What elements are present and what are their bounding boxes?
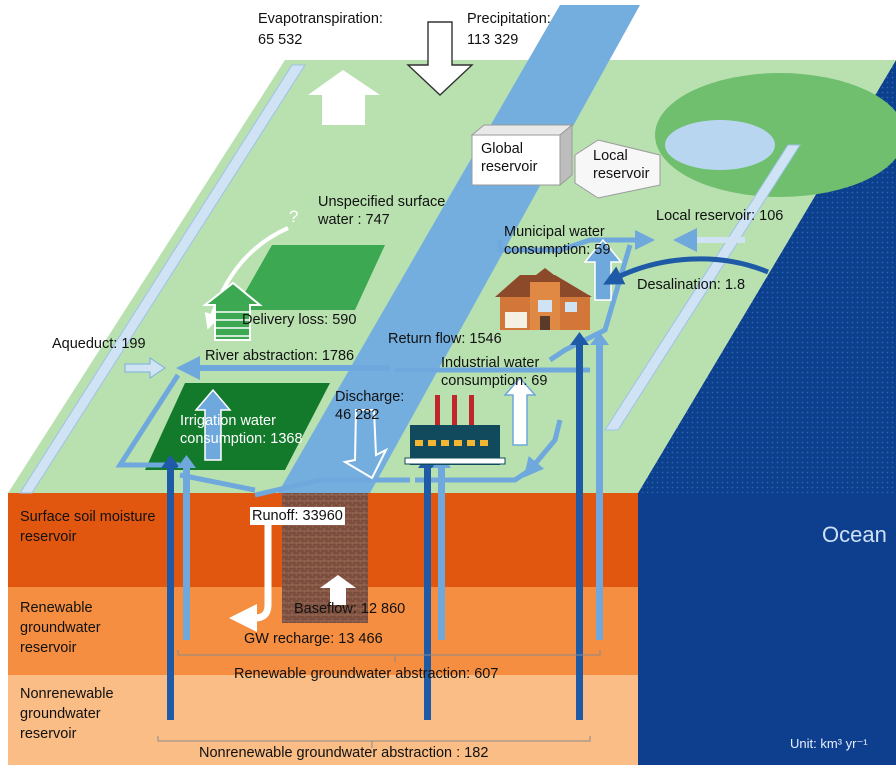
irrigation-consumption-arrow [194, 388, 232, 461]
precipitation-arrow [406, 21, 474, 96]
global-reservoir-label: Global reservoir [481, 141, 538, 175]
desalination-label: Desalination: 1.8 [637, 277, 746, 293]
municipal-water-label: Municipal water consumption: 59 [504, 224, 611, 258]
local-reservoir-water [665, 120, 775, 170]
discharge-arrow [342, 409, 389, 480]
evapotranspiration-arrow [308, 70, 380, 125]
nonrenewable-groundwater-layer [8, 675, 638, 765]
aqueduct-channel [19, 64, 306, 494]
evapotranspiration-label: Evapotranspiration: [258, 11, 383, 27]
municipal-consumption-arrow [583, 238, 623, 301]
local-reservoir-box-label: Local reservoir [593, 148, 650, 182]
irrigated-field-light [235, 245, 385, 310]
abstraction-brackets [157, 650, 601, 748]
groundwater-wells [161, 332, 609, 720]
runoff-label: Runoff: 33960 [250, 507, 345, 525]
ocean-body [638, 493, 896, 765]
unspecified-surface-water-label: Unspecified surface water : 747 [318, 194, 446, 228]
runoff-arrow [229, 520, 272, 632]
delivery-loss-arrow [202, 281, 263, 341]
river-abstraction-label: River abstraction: 1786 [205, 348, 355, 364]
house-icon [495, 268, 592, 330]
unit-label: Unit: km³ yr⁻¹ [790, 736, 868, 751]
local-reservoir-flow-label: Local reservoir: 106 [656, 208, 784, 224]
discharge-label: Discharge: 46 282 [335, 389, 405, 423]
industrial-water-label: Industrial water consumption: 69 [441, 355, 548, 389]
nonrenewable-gw-layer-label: Nonrenewable groundwater reservoir [20, 686, 114, 742]
return-flow-label: Return flow: 1546 [388, 331, 502, 347]
global-reservoir-box [470, 123, 574, 187]
surface-soil-layer-label: Surface soil moisture reservoir [20, 509, 156, 545]
runoff-label-text: Runoff: 33960 [252, 508, 343, 524]
desalination-arrow [603, 256, 769, 285]
irrigation-water-label: Irrigation water consumption: 1368 [180, 413, 303, 447]
baseflow-arrow [320, 575, 356, 605]
precipitation-value: 113 329 [467, 32, 519, 48]
ocean-label: Ocean [822, 522, 887, 547]
gw-recharge-label: GW recharge: 13 466 [244, 631, 383, 647]
aqueduct-arrow [124, 357, 166, 379]
precipitation-label: Precipitation: [467, 11, 551, 27]
factory-icon [404, 395, 506, 465]
local-reservoir-box [574, 139, 661, 199]
irrigated-field-dark [145, 383, 330, 470]
nonrenewable-gw-abstraction-label: Nonrenewable groundwater abstraction : 1… [199, 745, 489, 761]
question-mark: ? [289, 207, 299, 226]
delivery-loss-label: Delivery loss: 590 [242, 312, 357, 328]
industrial-consumption-arrow [503, 376, 537, 446]
aqueduct-label: Aqueduct: 199 [52, 336, 146, 352]
evapotranspiration-value: 65 532 [258, 32, 303, 48]
renewable-gw-layer-label: Renewable groundwater reservoir [20, 600, 101, 656]
baseflow-label: Baseflow: 12 860 [294, 601, 406, 617]
renewable-gw-abstraction-label: Renewable groundwater abstraction: 607 [234, 666, 499, 682]
distribution-network [115, 230, 655, 498]
